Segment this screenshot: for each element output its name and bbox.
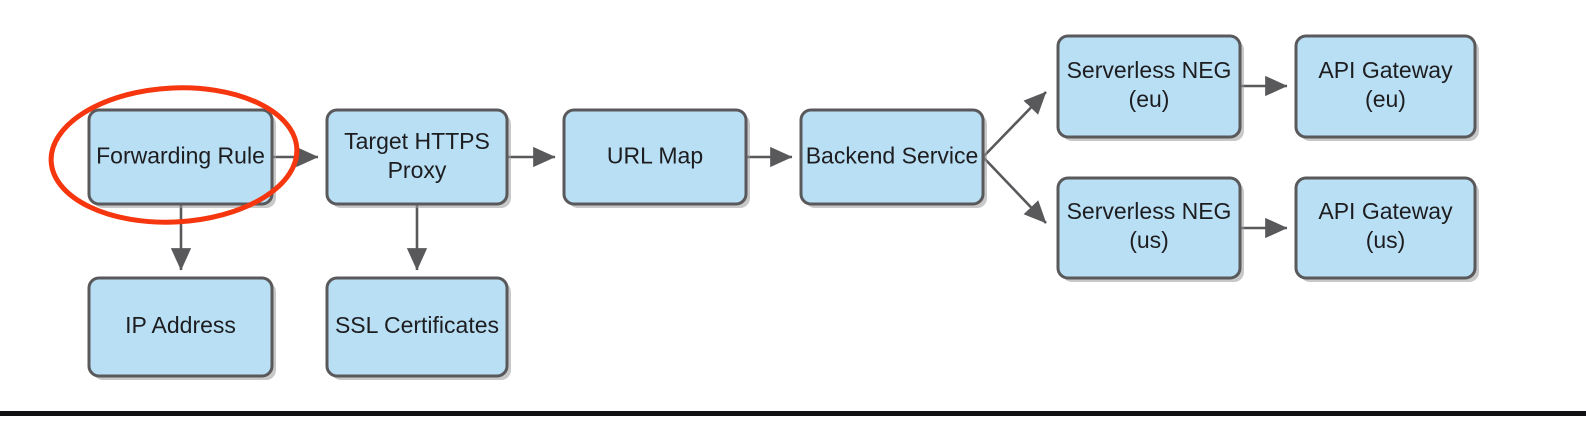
node-ip-address[interactable]: IP Address (87, 276, 276, 380)
edge-layer (170, 75, 1288, 271)
node-label-api-gateway-us-line1: API Gateway (1318, 198, 1453, 224)
node-label-backend-service: Backend Service (806, 143, 979, 169)
node-label-target-https-proxy-line2: Proxy (388, 157, 447, 183)
bottom-divider (0, 411, 1586, 416)
node-label-serverless-neg-us-line1: Serverless NEG (1067, 198, 1232, 224)
node-label-api-gateway-eu-line1: API Gateway (1318, 57, 1453, 83)
node-label-ssl-certificates: SSL Certificates (335, 312, 499, 338)
node-serverless-neg-us[interactable]: Serverless NEG (us) (1056, 176, 1244, 282)
node-label-ip-address: IP Address (125, 312, 236, 338)
node-forwarding-rule[interactable]: Forwarding Rule (87, 108, 276, 208)
node-backend-service[interactable]: Backend Service (799, 108, 987, 208)
node-target-https-proxy[interactable]: Target HTTPS Proxy (325, 108, 511, 208)
node-ssl-certificates[interactable]: SSL Certificates (325, 276, 511, 380)
edge-backend-service-to-serverless-neg-eu (982, 91, 1047, 158)
node-label-url-map: URL Map (607, 143, 703, 169)
node-serverless-neg-eu[interactable]: Serverless NEG (eu) (1056, 34, 1244, 141)
node-label-serverless-neg-eu-line2: (eu) (1129, 86, 1170, 112)
node-label-api-gateway-us-line2: (us) (1366, 227, 1406, 253)
node-url-map[interactable]: URL Map (562, 108, 750, 208)
node-label-api-gateway-eu-line2: (eu) (1365, 86, 1406, 112)
node-label-serverless-neg-us-line2: (us) (1129, 227, 1169, 253)
node-label-forwarding-rule: Forwarding Rule (96, 143, 265, 169)
node-api-gateway-eu[interactable]: API Gateway (eu) (1294, 34, 1479, 141)
highlight-ellipse-annotation (48, 85, 300, 225)
edge-backend-service-to-serverless-neg-us (982, 156, 1047, 224)
node-label-target-https-proxy-line1: Target HTTPS (344, 128, 490, 154)
node-label-serverless-neg-eu-line1: Serverless NEG (1067, 57, 1232, 83)
node-api-gateway-us[interactable]: API Gateway (us) (1294, 176, 1479, 282)
